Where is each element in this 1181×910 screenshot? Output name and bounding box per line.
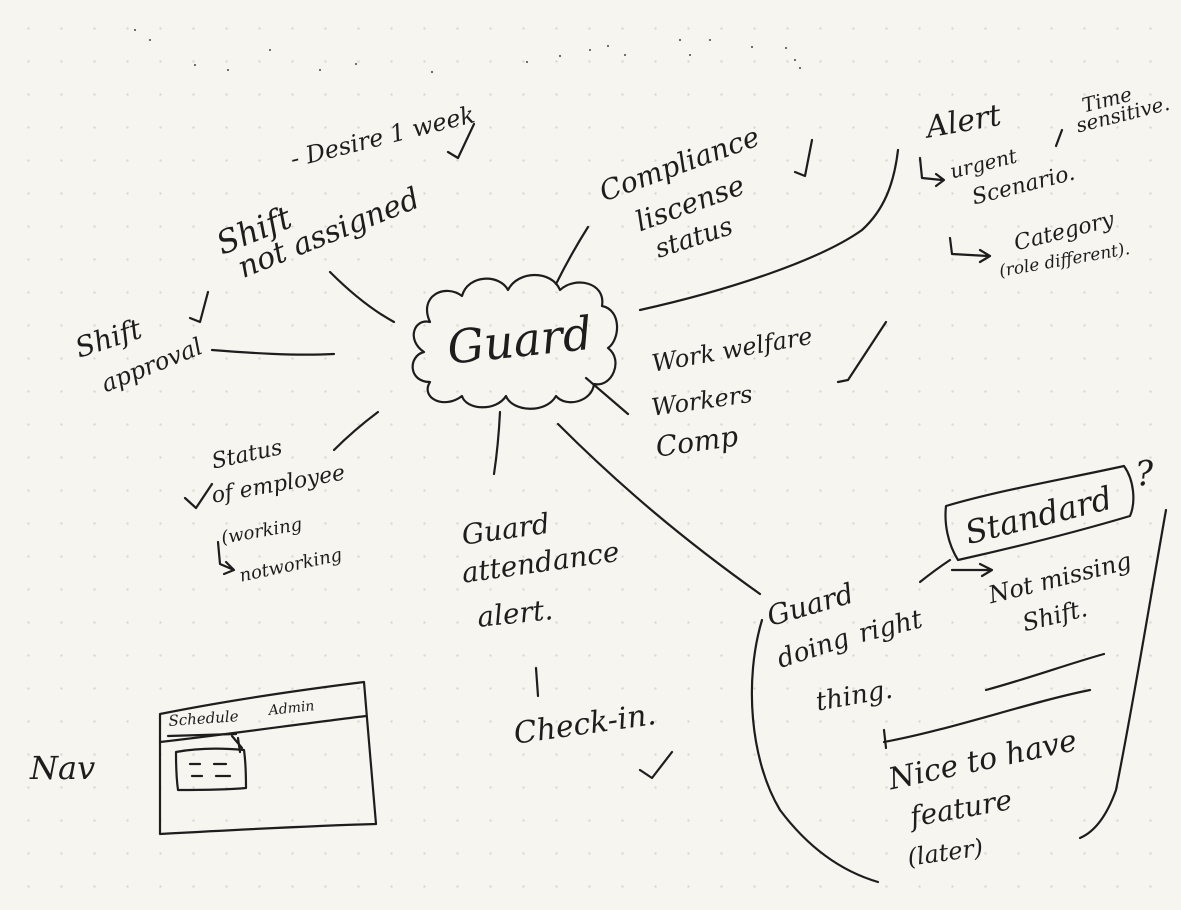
link-alert	[638, 148, 900, 312]
standard-question-mark: ?	[1133, 453, 1157, 495]
check-compliance	[793, 138, 814, 178]
link-shift	[328, 270, 396, 324]
check-checkin	[638, 750, 674, 780]
check-status	[183, 482, 214, 510]
standard-arrow	[950, 562, 994, 578]
nav-label: Nav	[30, 749, 96, 787]
underline-2	[882, 688, 1092, 744]
nav-frame	[158, 680, 378, 836]
link-status	[332, 410, 380, 452]
comma-time	[1054, 128, 1064, 148]
arrow-urgent	[918, 156, 946, 188]
link-checkin	[534, 666, 540, 698]
check-approval	[188, 290, 210, 324]
arrow-notworking	[216, 540, 236, 576]
link-approval	[210, 348, 336, 356]
underline-1	[984, 652, 1106, 692]
link-attendance	[492, 410, 502, 476]
standard-box	[944, 464, 1135, 562]
check-desire	[446, 122, 476, 160]
check-welfare	[836, 320, 888, 384]
arrow-category	[948, 236, 992, 264]
nav-card	[174, 747, 248, 792]
link-standard	[556, 422, 762, 596]
attendance-line3: alert.	[475, 593, 555, 634]
link-compliance	[554, 225, 590, 286]
standard-bracket-right	[1078, 508, 1168, 840]
nav-card-lines	[188, 762, 232, 778]
link-welfare	[584, 376, 630, 416]
standard-pointer	[918, 558, 952, 584]
nav-tab-underline	[166, 732, 238, 738]
standard-bracket	[750, 618, 880, 884]
ink-specks	[134, 29, 801, 73]
center-node: Guard	[444, 305, 595, 375]
guard-cloud	[411, 274, 619, 410]
nav-bar-line	[158, 714, 368, 744]
underline-tick	[882, 728, 888, 750]
